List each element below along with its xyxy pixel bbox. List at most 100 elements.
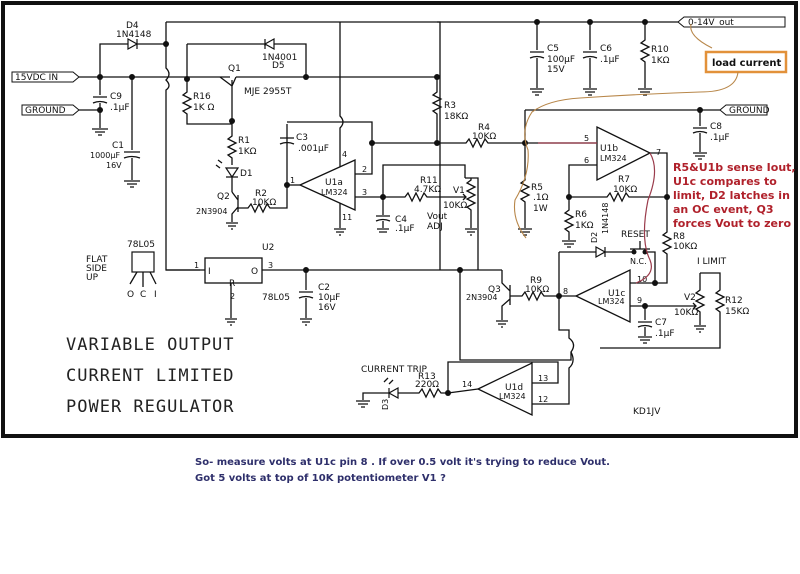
svg-text:Q2: Q2: [217, 192, 230, 202]
svg-text:C: C: [140, 290, 146, 300]
svg-text:U1c: U1c: [608, 289, 625, 299]
svg-text:14: 14: [462, 380, 472, 389]
svg-text:SIDE: SIDE: [86, 264, 107, 274]
svg-text:1KΩ: 1KΩ: [651, 56, 670, 66]
svg-text:C8: C8: [710, 122, 722, 132]
svg-text:I LIMIT: I LIMIT: [697, 257, 727, 267]
schematic-diagram: 15VDC IN GROUND D4 1N4148 C9 .1µF C1 100…: [1, 1, 798, 438]
schematic-border: [1, 1, 798, 438]
svg-text:R9: R9: [530, 276, 542, 286]
svg-text:3: 3: [268, 261, 273, 270]
svg-text:R1: R1: [238, 136, 250, 146]
svg-text:2: 2: [230, 292, 235, 301]
svg-text:C7: C7: [655, 318, 667, 328]
svg-text:15VDC IN: 15VDC IN: [15, 73, 58, 83]
svg-text:forces Vout to zero: forces Vout to zero: [673, 217, 791, 230]
svg-text:2: 2: [362, 165, 367, 174]
svg-text:10KΩ: 10KΩ: [443, 201, 467, 211]
svg-text:R13: R13: [418, 372, 436, 382]
transistor-q3: [501, 270, 511, 320]
svg-text:Q1: Q1: [228, 64, 241, 74]
svg-text:MJE 2955T: MJE 2955T: [244, 87, 292, 97]
svg-text:100µF: 100µF: [547, 55, 575, 65]
svg-text:N.C.: N.C.: [630, 257, 647, 266]
svg-text:FLAT: FLAT: [86, 255, 108, 265]
svg-text:limit, D2 latches in: limit, D2 latches in: [673, 189, 790, 202]
svg-text:O: O: [127, 290, 134, 300]
svg-text:O: O: [251, 267, 258, 277]
svg-text:I: I: [154, 290, 157, 300]
caption: So- measure volts at U1c pin 8 . If over…: [195, 455, 610, 487]
svg-text:D5: D5: [272, 61, 285, 71]
svg-text:U1a: U1a: [325, 178, 343, 188]
adj-label: ADJ: [427, 222, 443, 232]
svg-text:LM324: LM324: [600, 154, 627, 163]
svg-text:5: 5: [584, 134, 589, 143]
regulator-u2: [204, 257, 263, 284]
svg-text:RESET: RESET: [621, 230, 650, 240]
svg-text:12: 12: [538, 395, 548, 404]
svg-text:10µF: 10µF: [318, 293, 340, 303]
svg-text:8: 8: [563, 287, 568, 296]
svg-text:load current: load current: [712, 58, 781, 69]
svg-text:10KΩ: 10KΩ: [673, 242, 697, 252]
load-current-callout: load current: [704, 50, 788, 74]
svg-text:R8: R8: [673, 232, 685, 242]
svg-text:.1Ω: .1Ω: [533, 193, 549, 203]
svg-text:R11: R11: [420, 176, 438, 186]
svg-text:C4: C4: [395, 215, 407, 225]
caption-line-1: So- measure volts at U1c pin 8 . If over…: [195, 457, 610, 468]
svg-text:1KΩ: 1KΩ: [238, 147, 257, 157]
svg-text:1KΩ: 1KΩ: [575, 221, 594, 231]
svg-text:R7: R7: [618, 175, 630, 185]
svg-text:R16: R16: [193, 92, 211, 102]
svg-text:11: 11: [342, 213, 352, 222]
svg-text:220Ω: 220Ω: [415, 380, 439, 390]
svg-text:C9: C9: [110, 92, 122, 102]
title-line-1: VARIABLE OUTPUT: [66, 335, 235, 355]
opamp-u1d: [476, 361, 533, 417]
svg-text:R5&U1b sense Iout,: R5&U1b sense Iout,: [673, 161, 796, 174]
svg-text:1N4148: 1N4148: [601, 203, 610, 234]
svg-text:1K Ω: 1K Ω: [193, 103, 214, 113]
caption-line-2: Got 5 volts at top of 10K potentiometer …: [195, 473, 446, 484]
svg-text:4.7KΩ: 4.7KΩ: [414, 185, 441, 195]
svg-text:.1µF: .1µF: [710, 133, 730, 143]
svg-text:CURRENT TRIP: CURRENT TRIP: [361, 365, 428, 375]
opamp-u1c: [574, 268, 631, 324]
vout-label: Vout: [427, 212, 448, 222]
svg-text:I: I: [208, 267, 211, 277]
svg-text:R6: R6: [575, 210, 587, 220]
svg-text:R12: R12: [725, 296, 743, 306]
svg-text:1W: 1W: [533, 204, 548, 214]
svg-text:C3: C3: [296, 133, 308, 143]
svg-text:6: 6: [584, 156, 589, 165]
svg-text:.1µF: .1µF: [395, 224, 415, 234]
svg-text:U1c compares to: U1c compares to: [673, 175, 777, 188]
svg-text:R10: R10: [651, 45, 669, 55]
svg-text:16V: 16V: [318, 303, 336, 313]
svg-text:.1µF: .1µF: [600, 55, 620, 65]
svg-text:C1: C1: [112, 141, 124, 151]
svg-text:.001µF: .001µF: [298, 144, 329, 154]
svg-text:C5: C5: [547, 44, 559, 54]
svg-text:R3: R3: [444, 101, 456, 111]
port-vout: 0-14V_out: [677, 16, 786, 28]
svg-text:LM324: LM324: [598, 297, 625, 306]
svg-text:D2: D2: [590, 232, 599, 243]
svg-text:2N3904: 2N3904: [196, 207, 227, 216]
svg-text:D3: D3: [381, 399, 390, 410]
svg-text:C2: C2: [318, 283, 330, 293]
svg-text:R5: R5: [531, 183, 543, 193]
svg-text:10KΩ: 10KΩ: [674, 308, 698, 318]
port-ground-left: GROUND: [21, 104, 80, 116]
svg-text:V2: V2: [684, 293, 696, 303]
port-15vdc-in: 15VDC IN: [11, 71, 80, 83]
svg-text:.1µF: .1µF: [110, 103, 130, 113]
svg-text:R: R: [229, 279, 235, 289]
svg-text:1: 1: [194, 261, 199, 270]
svg-text:3: 3: [362, 188, 367, 197]
svg-text:R4: R4: [478, 123, 490, 133]
svg-text:1000µF: 1000µF: [90, 151, 120, 160]
svg-text:C6: C6: [600, 44, 612, 54]
